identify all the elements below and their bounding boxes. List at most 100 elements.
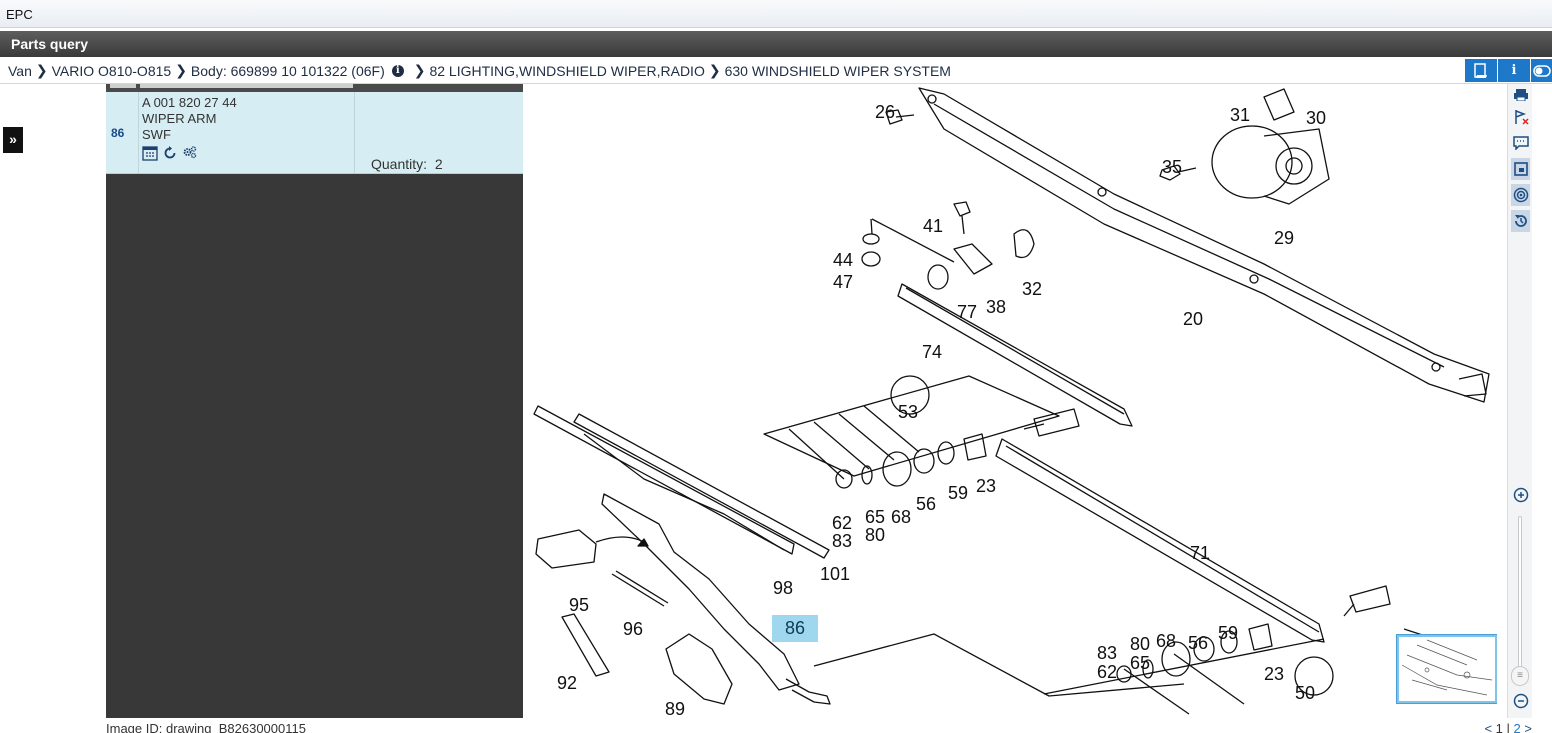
part-supplier: SWF [142,127,171,142]
image-id-label: Image ID: [106,721,163,733]
chevron-right-icon: ❯ [35,62,48,78]
part-number: A 001 820 27 44 [142,95,237,110]
quantity-value: 2 [434,156,443,172]
flag-clear-icon [1514,110,1529,125]
calendar-icon[interactable] [142,145,158,161]
callout-53[interactable]: 53 [898,402,918,422]
callout-65[interactable]: 65 [865,507,885,527]
callout-38[interactable]: 38 [986,297,1006,317]
callout-62[interactable]: 62 [1097,662,1117,682]
callout-29[interactable]: 29 [1274,228,1294,248]
zoom-out-button[interactable] [1511,690,1530,712]
target-button[interactable] [1511,184,1530,206]
callout-96[interactable]: 96 [623,619,643,639]
callout-31[interactable]: 31 [1230,105,1250,125]
history-icon [1514,215,1527,227]
pager-prev[interactable]: < [1484,721,1493,733]
callout-20[interactable]: 20 [1183,309,1203,329]
callout-65[interactable]: 65 [1130,653,1150,673]
callout-26[interactable]: 26 [875,102,895,122]
callout-47[interactable]: 47 [833,272,853,292]
minimap-viewport[interactable] [1397,635,1497,703]
title-bar: EPC [0,0,1552,28]
callout-23[interactable]: 23 [976,476,996,496]
callout-41[interactable]: 41 [923,216,943,236]
part-name: WIPER ARM [142,111,217,126]
callout-101[interactable]: 101 [820,564,850,584]
list-header-tab [140,84,353,88]
expand-sidebar-button[interactable]: » [3,127,23,153]
callout-71[interactable]: 71 [1190,543,1210,563]
print-icon [1513,89,1528,101]
list-header-tab [110,84,136,88]
callout-98[interactable]: 98 [773,578,793,598]
info-icon: i [1511,63,1517,78]
callout-86-highlight[interactable]: 86 [772,615,818,642]
callout-68[interactable]: 68 [1156,631,1176,651]
callout-95[interactable]: 95 [569,595,589,615]
callout-83[interactable]: 83 [832,531,852,551]
callout-35[interactable]: 35 [1162,157,1182,177]
target-icon [1513,187,1528,203]
callout-56[interactable]: 56 [916,494,936,514]
pager-page-1[interactable]: 1 [1495,721,1503,733]
part-position: 86 [111,126,125,140]
callout-59[interactable]: 59 [948,483,968,503]
gears-icon[interactable] [182,145,198,161]
callout-77[interactable]: 77 [957,302,977,322]
info-button[interactable]: i [1497,59,1530,82]
pager-separator: | [1506,721,1510,733]
zoom-slider-track[interactable] [1518,516,1522,676]
callout-62[interactable]: 62 [832,513,852,533]
panel-title: Parts query [11,36,89,52]
drawing-minimap[interactable] [1396,634,1497,704]
breadcrumb-item-van[interactable]: Van [8,62,32,79]
comment-button[interactable] [1511,132,1530,154]
callout-83[interactable]: 83 [1097,643,1117,663]
flag-clear-button[interactable] [1511,106,1530,128]
window-icon [1513,162,1528,176]
callout-23[interactable]: 23 [1264,664,1284,684]
callout-44[interactable]: 44 [833,250,853,270]
part-description-cell: A 001 820 27 44 WIPER ARM SWF [139,92,355,174]
breadcrumb-item-group[interactable]: 82 LIGHTING,WINDSHIELD WIPER,RADIO [429,62,705,79]
breadcrumb-item-body[interactable]: Body: 669899 10 101322 (06F) [190,62,385,79]
breadcrumb-item-model[interactable]: VARIO O810-O815 [51,62,172,79]
breadcrumb-item-subgroup[interactable]: 630 WINDSHIELD WIPER SYSTEM [724,62,951,79]
print-button[interactable] [1511,84,1530,106]
callout-89[interactable]: 89 [665,699,685,718]
image-id: Image ID: drawing_B82630000115 [106,721,306,733]
callout-80[interactable]: 80 [1130,634,1150,654]
print-preview-button[interactable] [1464,59,1497,82]
chevron-right-icon: ❯ [413,62,426,78]
callout-32[interactable]: 32 [1022,279,1042,299]
callout-80[interactable]: 80 [865,525,885,545]
pager-page-2[interactable]: 2 [1513,721,1521,733]
callout-59[interactable]: 59 [1218,623,1238,643]
callout-92[interactable]: 92 [557,673,577,693]
part-row[interactable]: 86 A 001 820 27 44 WIPER ARM SWF Quantit… [106,92,523,174]
callout-56[interactable]: 56 [1188,633,1208,653]
history-button[interactable] [1511,210,1530,232]
callout-50[interactable]: 50 [1295,683,1315,703]
toggle-button[interactable] [1530,59,1552,82]
image-id-value: drawing_B82630000115 [165,721,306,733]
part-quantity-cell: Quantity: 2 [355,92,523,174]
print-preview-icon [1474,62,1487,78]
window-button[interactable] [1511,158,1530,180]
pager-next[interactable]: > [1524,721,1532,733]
info-icon[interactable]: i [391,64,404,77]
app-title: EPC [6,7,33,22]
refresh-icon[interactable] [162,145,178,161]
callout-68[interactable]: 68 [891,507,911,527]
callout-74[interactable]: 74 [922,342,942,362]
zoom-in-button[interactable] [1511,484,1530,506]
zoom-out-icon [1513,693,1528,709]
part-quantity: Quantity: 2 [371,156,443,172]
chevron-right-icon: ❯ [708,62,721,78]
zoom-slider-thumb[interactable]: ≡ [1511,666,1529,686]
minimap-thumbnail [1401,639,1493,696]
callout-30[interactable]: 30 [1306,108,1326,128]
